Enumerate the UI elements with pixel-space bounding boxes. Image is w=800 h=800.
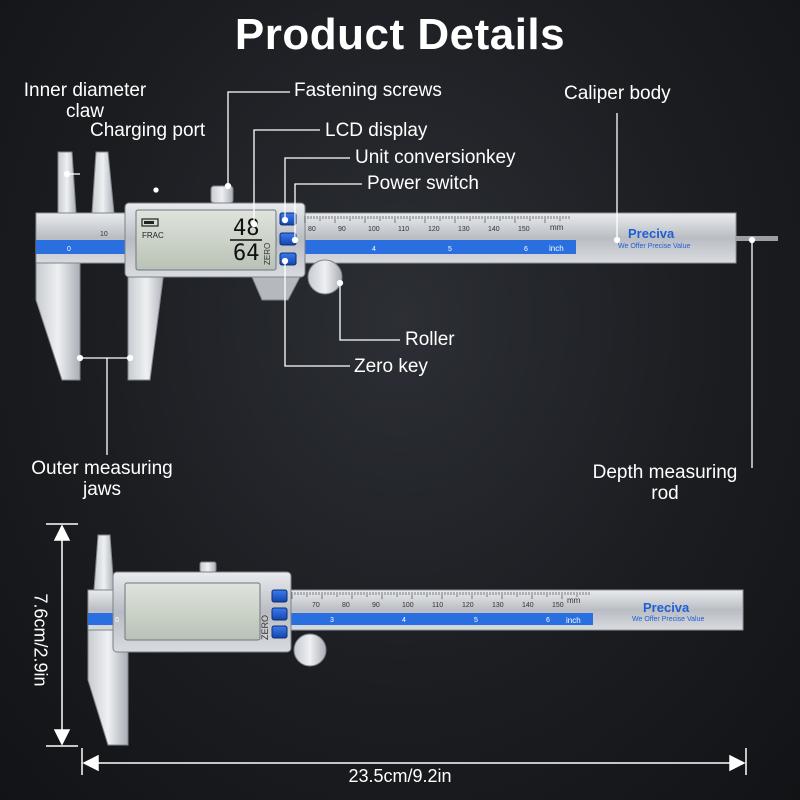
zero-button[interactable]: [279, 252, 297, 266]
thumb-roller-bottom[interactable]: [293, 633, 327, 667]
zero-button-bottom[interactable]: [271, 625, 288, 639]
brand-tagline-bottom: We Offer Precise Value: [632, 616, 704, 623]
jaw-tick-10: 10: [100, 231, 108, 238]
label-inner-claw-text: Inner diameter claw: [23, 80, 147, 122]
zero-label-bottom: ZERO: [260, 615, 270, 640]
fastening-screw: [210, 185, 234, 204]
page-title: Product Details: [234, 10, 566, 59]
jaw-tick-0: 0: [67, 246, 71, 253]
mm-tick-label: 120: [428, 226, 440, 233]
mm-tick-label: 70: [312, 602, 320, 609]
mm-tick-label: 120: [462, 602, 474, 609]
jaw-tick-0-bottom: 0: [115, 617, 119, 624]
label-power-switch: Power switch: [367, 173, 479, 194]
label-outer-measuring-jaws: Outer measuring jaws: [12, 458, 192, 500]
depth-rod: [736, 236, 778, 241]
label-caliper-body: Caliper body: [564, 83, 671, 104]
inch-tick-label: 6: [546, 617, 550, 624]
height-dimension-label: 7.6cm/2.9in: [30, 593, 51, 687]
label-unit-conversion-key: Unit conversionkey: [355, 147, 516, 168]
bottom-caliper: ZERO 70 80 90 100 110 120 130 140 150 3 4 5 6 mm inc…: [87, 534, 744, 746]
inch-tick-label: 5: [448, 246, 452, 253]
inch-unit-label-bottom: inch: [566, 616, 581, 625]
top-scale: 80 90 100 110 120 130 140 150 4 5 6: [304, 216, 570, 253]
fixed-inner-claw-bottom: [93, 534, 115, 591]
lcd-numerator: 48: [233, 216, 260, 241]
inch-unit-label: inch: [549, 244, 564, 253]
brand-name-bottom: Preciva: [643, 600, 690, 615]
label-zero-key: Zero key: [354, 356, 428, 377]
mm-tick-label: 90: [372, 602, 380, 609]
brand-tagline: We Offer Precise Value: [618, 243, 690, 250]
battery-icon: [141, 218, 159, 227]
fixed-outer-jaw: [35, 262, 81, 381]
mm-unit-label: mm: [550, 223, 564, 232]
mm-tick-label: 110: [432, 602, 443, 609]
mm-tick-label: 130: [492, 602, 504, 609]
label-inner-diameter-claw: Inner diameter claw: [10, 80, 160, 122]
label-fastening-screws: Fastening screws: [294, 80, 442, 101]
fastening-screw-bottom: [199, 561, 217, 573]
width-dimension-label: 23.5cm/9.2in: [348, 766, 452, 786]
power-button-bottom[interactable]: [271, 589, 288, 603]
thumb-roller[interactable]: [307, 259, 343, 295]
label-depth-measuring-rod: Depth measuring rod: [570, 462, 760, 504]
mm-tick-label: 80: [342, 602, 350, 609]
inch-tick-label: 6: [524, 246, 528, 253]
lcd-mode: FRAC: [142, 231, 164, 240]
zero-label: ZERO: [263, 243, 272, 265]
dimension-arrows: [46, 523, 747, 775]
mm-tick-label: 140: [488, 226, 500, 233]
unit-conversion-button-bottom[interactable]: [271, 607, 288, 621]
callout-lines: [63, 91, 756, 468]
mm-tick-label: 110: [398, 226, 409, 233]
inch-tick-label: 3: [330, 617, 334, 624]
mm-tick-label: 80: [308, 226, 316, 233]
mm-tick-label: 130: [458, 226, 470, 233]
lcd-screen-bottom: [124, 582, 261, 641]
mm-tick-label: 140: [522, 602, 534, 609]
bottom-scale: 70 80 90 100 110 120 130 140 150 3 4 5 6: [291, 592, 590, 624]
sliding-inner-claw: [91, 151, 115, 214]
inch-tick-label: 4: [402, 617, 406, 624]
mm-tick-label: 100: [402, 602, 414, 609]
lcd-screen: [135, 209, 277, 271]
mm-tick-label: 100: [368, 226, 380, 233]
label-lcd-display: LCD display: [325, 120, 428, 141]
blue-scale-strip: [36, 240, 576, 254]
mm-tick-label: 150: [518, 226, 530, 233]
label-charging-port: Charging port: [90, 120, 206, 141]
sliding-outer-jaw: [127, 262, 166, 381]
brand-name: Preciva: [628, 226, 675, 241]
lcd-denominator: 64: [233, 241, 260, 266]
label-depth-rod-text: Depth measuring rod: [592, 462, 738, 504]
label-outer-jaws-text: Outer measuring jaws: [31, 458, 173, 500]
inch-tick-label: 4: [372, 246, 376, 253]
mm-tick-label: 90: [338, 226, 346, 233]
mm-tick-label: 150: [552, 602, 564, 609]
fixed-inner-claw: [57, 151, 77, 214]
label-roller: Roller: [405, 329, 455, 350]
inch-tick-label: 5: [474, 617, 478, 624]
mm-unit-label-bottom: mm: [567, 596, 581, 605]
